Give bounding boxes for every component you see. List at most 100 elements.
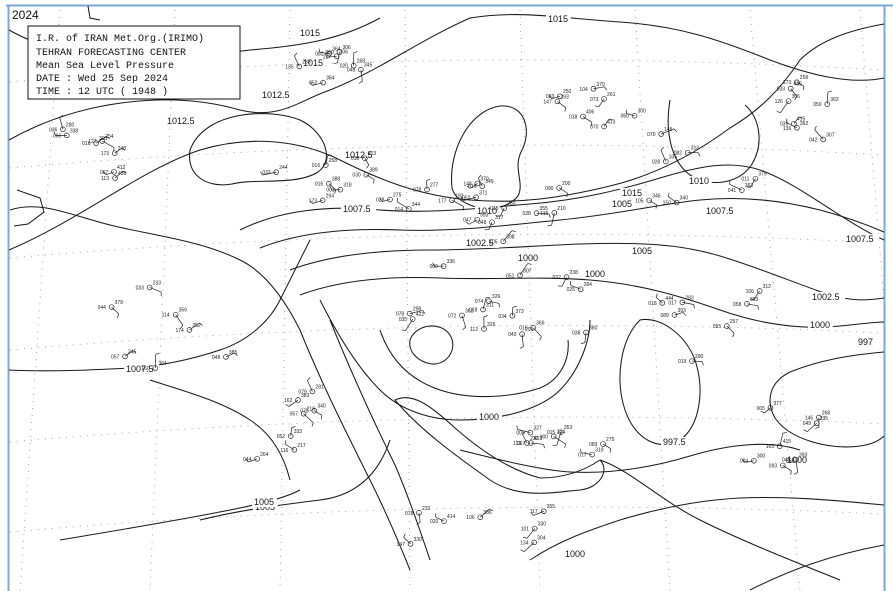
wind-barb [795,459,799,473]
station-value-left: 019 [678,359,687,365]
station-value-left: 160 [141,366,150,372]
wind-barb-feather [106,136,110,139]
wind-barb-feather [465,221,470,225]
isobar-label-bg [252,497,277,507]
station-value-left: 035 [399,317,408,323]
station-value-top: 392 [800,121,809,127]
station-value-top: 393 [750,297,759,303]
wind-barb [682,302,694,305]
wind-barb [582,116,593,123]
wind-barb-feather [353,51,358,54]
station-value-left: 114 [162,313,170,319]
isobar [409,325,454,365]
station-value-left: 177 [438,198,447,204]
station-value-left: 039 [780,122,789,128]
wind-barb-feather [732,333,735,338]
wind-barb-feather [460,197,464,201]
station-plots: 3880161921772101153360002840251450703930… [49,45,839,552]
station-circle [172,311,179,318]
station-circle [752,175,759,182]
station-circle [673,199,680,206]
station-value-left: 104 [579,87,588,93]
wind-barb-feather [827,90,832,93]
arabian-sea-coast [599,459,841,581]
station-value-left: 162 [284,398,293,404]
station-value-top: 268 [822,411,831,417]
isobar-label-bg [165,116,201,126]
station-value-top: 291 [525,327,534,333]
wind-barb-feather [379,198,383,202]
isobar [459,443,801,473]
station-circle [111,150,118,156]
isobar-value-label: 1015 [622,188,642,198]
isobar-value-label: 1007.5 [846,234,874,244]
station-value-top: 261 [607,92,616,98]
station-circle [323,162,329,168]
station-value-top: 317 [495,215,504,221]
station-circle [527,429,534,436]
station-value-left: 066 [53,133,62,139]
wind-barb [461,315,467,328]
station-value-top: 258 [786,458,795,464]
wind-barb-feather [655,293,658,298]
station-value-left: 105 [635,198,644,204]
station-value-left: 043 [508,332,517,338]
wind-barb [796,81,805,87]
station-value-left: 017 [578,453,587,459]
wind-barb [409,310,423,314]
station-value-top: 280 [66,122,75,128]
station-value-top: 283 [685,295,694,301]
wind-barb-feather [530,512,534,516]
wind-barb [175,314,184,326]
wind-barb-feather [103,171,107,176]
wind-barb-feather [401,329,406,332]
wind-barb-feather [285,403,290,407]
wind-barb [105,171,115,176]
station-value-left: 073 [590,97,599,103]
station-circle [785,98,792,104]
station-value-top: 326 [487,322,496,328]
station-value-left: 018 [469,308,478,314]
station-value-top: 363 [745,183,754,189]
station-value-left: 072 [448,313,457,319]
wind-barb [366,174,375,180]
wind-barb [325,155,328,166]
station-value-top: 370 [596,82,605,88]
wind-barb-feather [693,304,695,309]
isobar-value-label: 1002.5 [812,292,840,302]
wind-barb-feather [564,107,567,112]
station-value-left: 093 [769,463,778,469]
station-circle [820,136,826,143]
wind-barb-feather [548,213,551,218]
wind-barb-feather [329,186,333,191]
wind-barb-feather [520,549,525,552]
station-circle [300,410,307,417]
wind-barb [558,187,568,194]
longitude-line [859,9,885,301]
station-value-left: 011 [741,177,749,183]
station-circle [756,288,763,294]
latitude-line [9,506,885,533]
wind-barb [603,118,610,127]
station-value-left: 127 [323,54,332,60]
station-circle [517,272,523,279]
station-value-top: 366 [536,321,545,327]
station-value-left: 049 [803,421,812,427]
isobar [379,329,569,398]
wind-barb [500,208,505,217]
station-value-left: 048 [478,220,487,226]
